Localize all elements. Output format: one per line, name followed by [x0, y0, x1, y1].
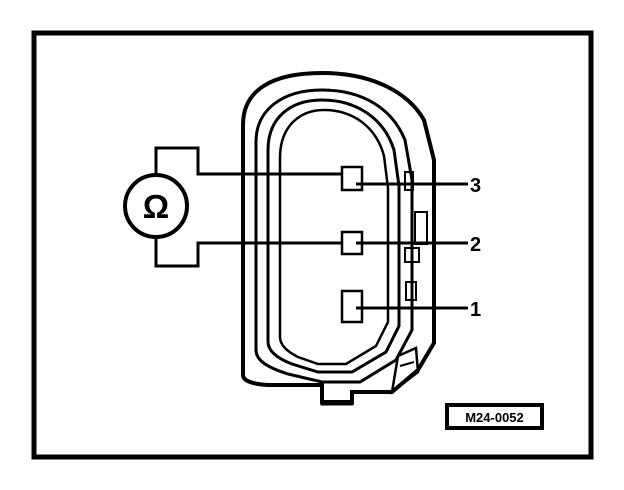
- figure-code-box: M24-0052: [445, 403, 544, 430]
- meter-test-leads: [154, 146, 343, 268]
- figure-code: M24-0052: [465, 410, 524, 425]
- ohm-symbol: Ω: [143, 188, 169, 225]
- pin-3: [340, 165, 364, 192]
- ohmmeter-icon: Ω: [123, 173, 189, 239]
- connector-housing: [241, 70, 436, 406]
- pin-label-1: 1: [470, 299, 481, 321]
- pin-label-2: 2: [470, 234, 481, 256]
- figure-frame: [31, 30, 594, 460]
- pin-leader-lines: [356, 182, 468, 310]
- pin-label-3: 3: [470, 175, 481, 197]
